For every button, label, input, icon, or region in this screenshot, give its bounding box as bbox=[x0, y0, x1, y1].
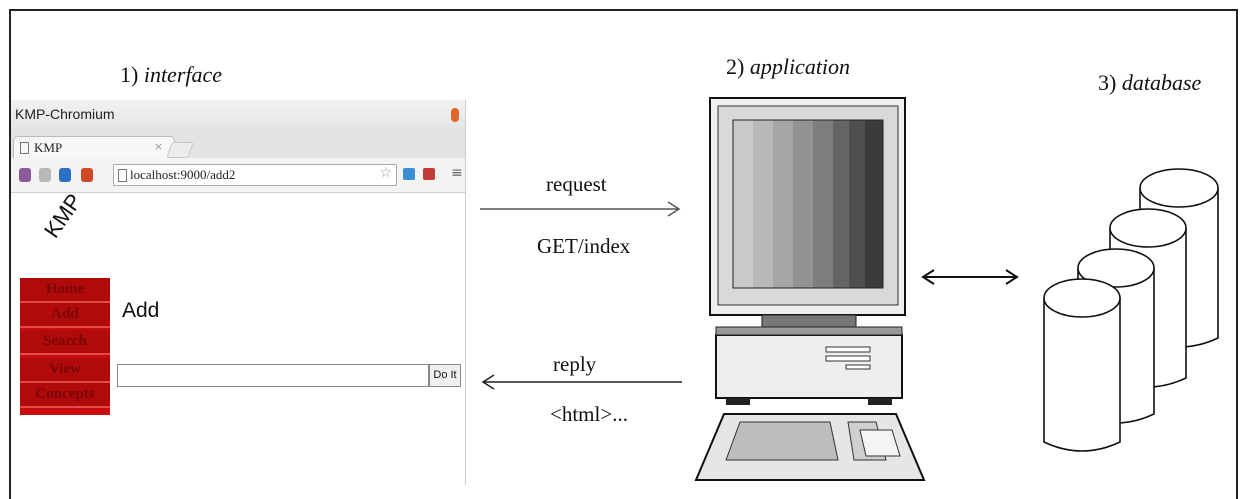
site-nav: Home Add Search View Concepts bbox=[20, 278, 110, 415]
reply-detail: <html>... bbox=[550, 402, 628, 426]
address-bar[interactable]: localhost:9000/add2 ☆ bbox=[113, 164, 397, 186]
database-label: 3) database bbox=[1098, 70, 1202, 95]
computer-icon bbox=[694, 97, 926, 481]
browser-tab[interactable]: KMP × bbox=[13, 136, 175, 159]
browser-window: KMP-Chromium KMP × localhost:9000/add2 ☆… bbox=[11, 100, 466, 485]
page-heading: Add bbox=[122, 299, 160, 322]
nav-search[interactable]: Search bbox=[20, 330, 110, 355]
close-window-icon[interactable] bbox=[451, 108, 459, 122]
reload-icon[interactable] bbox=[59, 168, 71, 182]
nav-view[interactable]: View bbox=[20, 358, 110, 383]
nav-home[interactable]: Home bbox=[20, 278, 110, 303]
request-arrow bbox=[480, 201, 681, 217]
request-label: request bbox=[546, 172, 607, 196]
diagram-frame bbox=[9, 9, 1238, 499]
nav-add[interactable]: Add bbox=[20, 303, 110, 328]
extension-icon[interactable] bbox=[403, 168, 415, 180]
menu-icon[interactable]: ≡ bbox=[451, 165, 463, 181]
extension-icon[interactable] bbox=[423, 168, 435, 180]
do-it-button[interactable]: Do It bbox=[429, 364, 461, 387]
nav-concepts[interactable]: Concepts bbox=[20, 383, 110, 408]
browser-titlebar: KMP-Chromium bbox=[11, 100, 465, 134]
tab-strip: KMP × bbox=[11, 134, 465, 159]
add-input[interactable] bbox=[117, 364, 429, 387]
interface-label: 1) interface bbox=[120, 62, 223, 87]
reply-arrow bbox=[481, 374, 682, 390]
tab-title: KMP bbox=[34, 140, 63, 155]
star-icon[interactable]: ☆ bbox=[379, 165, 392, 181]
url-text: localhost:9000/add2 bbox=[130, 167, 236, 182]
request-detail: GET/index bbox=[537, 234, 631, 258]
window-title: KMP-Chromium bbox=[15, 106, 115, 122]
browser-toolbar: localhost:9000/add2 ☆ ≡ bbox=[11, 158, 465, 193]
home-icon[interactable] bbox=[81, 168, 93, 182]
close-tab-icon[interactable]: × bbox=[154, 140, 164, 153]
page-icon bbox=[118, 169, 127, 182]
diagram-drawings bbox=[480, 97, 1219, 481]
page-icon bbox=[20, 142, 29, 154]
back-icon[interactable] bbox=[19, 168, 31, 182]
database-icon bbox=[1043, 168, 1219, 452]
sync-arrow bbox=[921, 269, 1019, 285]
reply-label: reply bbox=[553, 352, 597, 376]
application-label: 2) application bbox=[726, 54, 851, 79]
forward-icon[interactable] bbox=[39, 168, 51, 182]
